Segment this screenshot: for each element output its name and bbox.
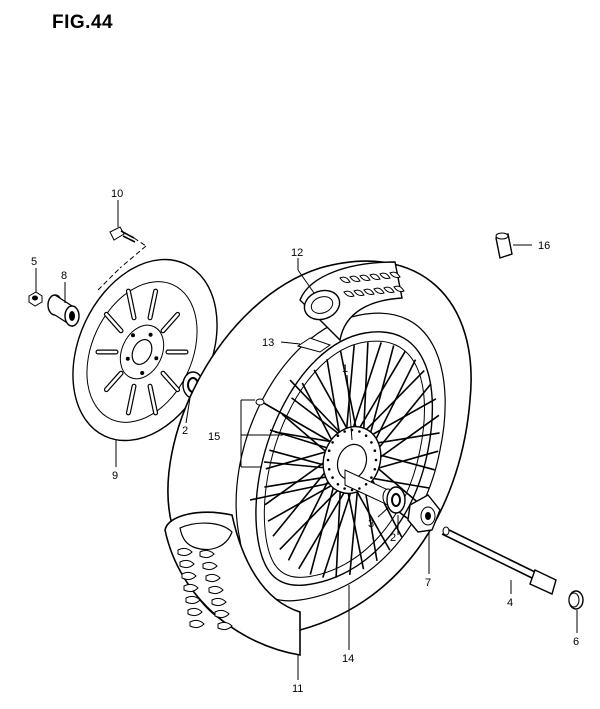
tread-block — [214, 609, 230, 619]
callout-9: 9 — [112, 470, 118, 482]
rim-band — [296, 337, 332, 353]
spacer — [47, 294, 80, 328]
leader-lines — [35, 200, 578, 680]
axle — [441, 526, 557, 595]
disc-slot-inner — [148, 384, 157, 415]
tube-section — [299, 261, 405, 342]
callout-16: 16 — [538, 240, 550, 252]
disc-slot-inner — [105, 313, 123, 333]
callout-10: 10 — [111, 188, 123, 200]
hub-spoke-hole — [336, 483, 340, 486]
callout-2-disc: 2 — [182, 425, 188, 437]
tread-block — [202, 561, 218, 571]
tread-block — [185, 595, 201, 605]
tread-block — [187, 607, 203, 617]
tread-block — [383, 286, 395, 293]
axle-collar — [407, 494, 441, 533]
callout-2-hub: 2 — [390, 532, 396, 544]
disc-slot-inner — [148, 289, 157, 320]
right-bearing — [386, 486, 406, 514]
tread-block — [208, 585, 224, 595]
hub-spoke-hole — [358, 430, 361, 433]
tread-block — [393, 285, 405, 292]
hub-spoke-hole — [364, 434, 368, 438]
tread-block — [211, 597, 227, 607]
hub-spoke-hole — [358, 487, 361, 490]
hub-spoke-hole — [370, 441, 373, 444]
callout-12: 12 — [291, 247, 303, 259]
hub-spoke-hole — [343, 430, 346, 433]
tread-block — [363, 288, 375, 295]
callout-1: 1 — [342, 363, 348, 375]
spoke-nipple — [255, 398, 265, 406]
hub-spoke-hole — [331, 476, 334, 479]
tread-block — [199, 549, 215, 559]
valve-cap — [495, 232, 513, 259]
disc-bolt — [97, 226, 147, 291]
tread-block — [373, 287, 385, 294]
tread-block — [205, 573, 221, 583]
hub-spoke-hole — [327, 449, 331, 453]
callout-8: 8 — [61, 270, 67, 282]
tread-block — [359, 274, 371, 281]
tire-front-section — [164, 511, 301, 656]
tread-block — [349, 275, 361, 282]
tread-block — [379, 272, 391, 279]
callout-labels: 10 5 8 9 2 12 13 15 1 3 2 7 4 6 14 11 16 — [31, 188, 579, 695]
disc-slot-inner — [161, 371, 179, 391]
disc-slot-inner — [105, 371, 123, 391]
disc-bolt-hole — [148, 332, 153, 337]
disc-slot-inner — [127, 289, 136, 320]
tread-block — [177, 547, 193, 557]
disc-bolt-hole — [154, 356, 159, 361]
tread-block — [217, 621, 233, 631]
axle-cap — [568, 590, 584, 610]
hub-spoke-hole — [373, 468, 377, 471]
callout-11: 11 — [292, 683, 303, 695]
hub-spoke-hole — [370, 476, 373, 479]
callout-13: 13 — [262, 337, 274, 349]
hub-spoke-hole — [364, 483, 368, 486]
figure-title: FIG.44 — [52, 12, 114, 33]
tread-block — [181, 571, 197, 581]
callout-4: 4 — [507, 597, 513, 609]
hub-spoke-hole — [336, 434, 340, 438]
brake-disc — [72, 258, 218, 442]
hub-spoke-hole — [327, 468, 331, 471]
hub-spoke-hole — [343, 487, 346, 490]
tread-block — [339, 276, 351, 283]
callout-7: 7 — [425, 577, 431, 589]
tread-block — [343, 290, 355, 297]
hub-spoke-hole — [350, 488, 354, 492]
disc-slot-inner — [127, 384, 136, 415]
callout-3: 3 — [368, 518, 374, 530]
hub-spoke-hole — [326, 458, 330, 462]
callout-6: 6 — [573, 636, 579, 648]
hub-spoke-hole — [331, 441, 334, 444]
callout-5: 5 — [31, 256, 37, 268]
disc-bolt-hole — [125, 356, 130, 361]
disc-bolt-hole — [131, 333, 135, 338]
tread-block — [389, 271, 401, 278]
nut — [28, 291, 43, 307]
tread-block — [179, 559, 195, 569]
hub-spoke-hole — [373, 449, 377, 453]
disc-slot-inner — [161, 313, 179, 333]
callout-14: 14 — [342, 653, 354, 665]
tread-block — [183, 583, 199, 593]
tire — [167, 260, 472, 636]
tread-block — [369, 273, 381, 280]
tread-block — [189, 619, 205, 629]
disc-bolt-hole — [140, 371, 145, 375]
callout-15: 15 — [208, 431, 220, 443]
hub-spoke-hole — [374, 458, 378, 462]
tread-block — [353, 289, 365, 296]
